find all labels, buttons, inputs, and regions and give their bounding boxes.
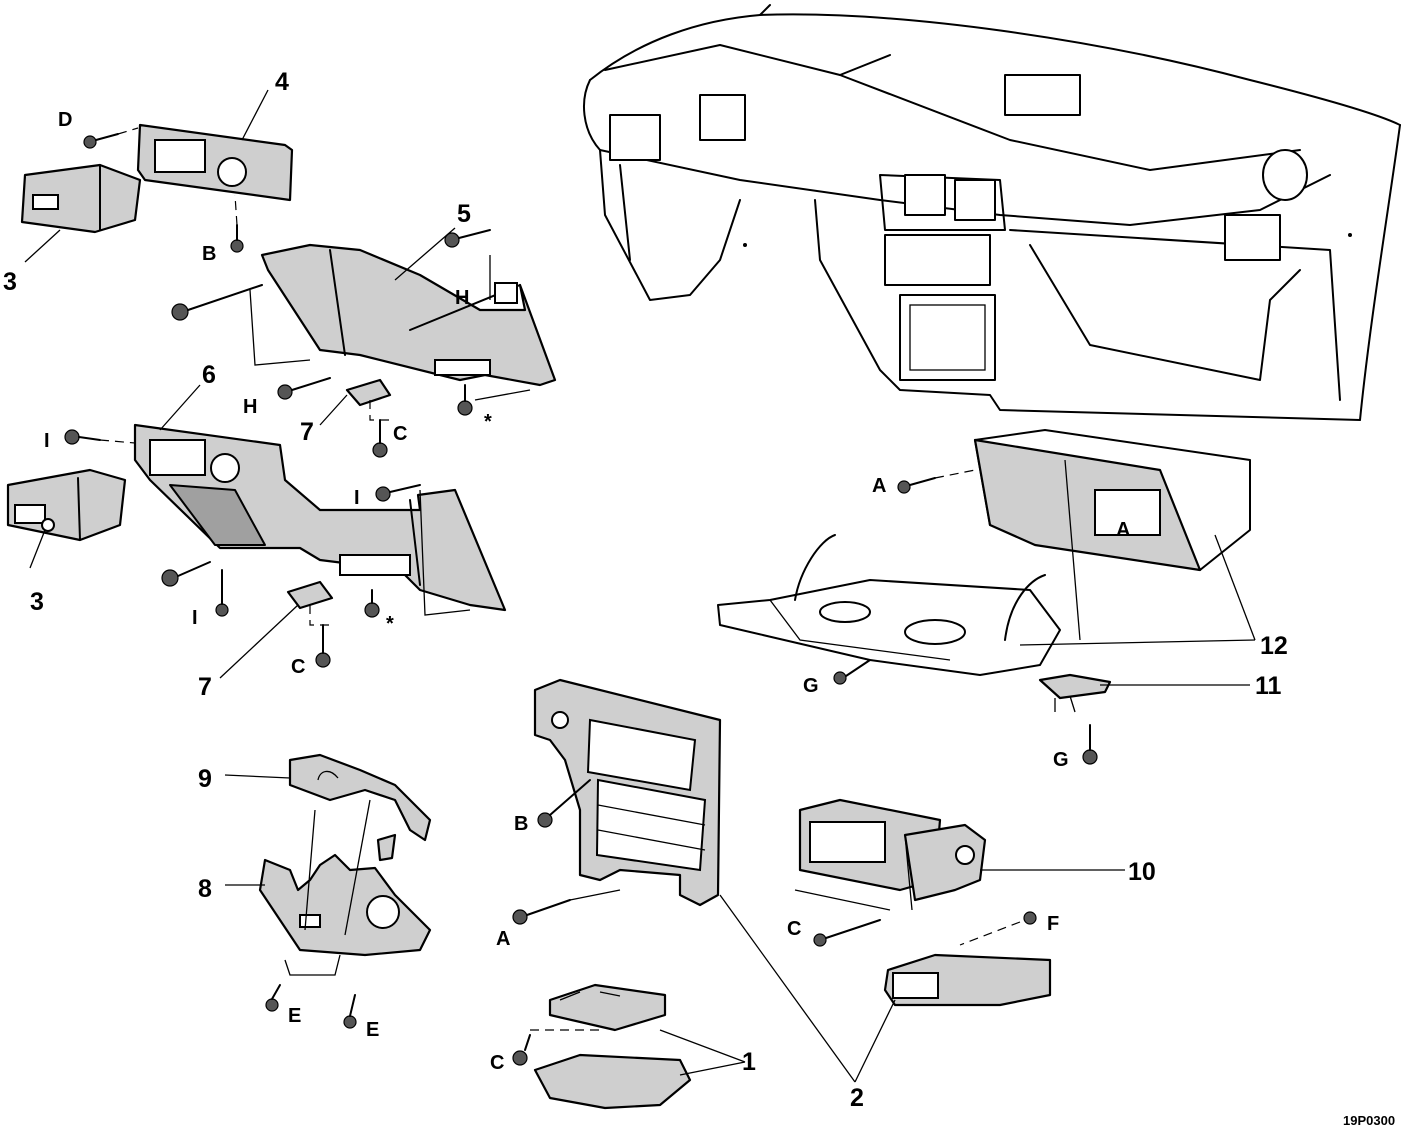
fastener-label-i: I — [44, 430, 50, 452]
callout-12: 12 — [1260, 632, 1288, 660]
lower-panel-6 — [133, 423, 507, 612]
center-cluster-bezel-2 — [512, 678, 722, 925]
fastener-screws-5 — [171, 229, 531, 416]
fastener-label-a: A — [496, 928, 510, 950]
column-cover-upper-9 — [288, 753, 432, 842]
fastener-label-d: D — [58, 109, 72, 131]
callout-6: 6 — [202, 361, 216, 389]
fastener-label-a: A — [872, 475, 886, 497]
callout-2: 2 — [850, 1084, 864, 1112]
fastener-label-i: I — [192, 607, 198, 629]
callout-8: 8 — [198, 875, 212, 903]
fastener-label-star: * — [484, 411, 492, 433]
fastener-labels: A A A B B C C C C D E E F G G H H I I I … — [44, 109, 1130, 1074]
fastener-label-c: C — [393, 423, 407, 445]
fastener-label-h: H — [455, 287, 469, 309]
bracket-7-upper — [345, 378, 392, 458]
fastener-label-c: C — [291, 656, 305, 678]
callout-7-lower: 7 — [198, 673, 212, 701]
switch-unit-3-lower — [6, 468, 127, 542]
fastener-label-b: B — [202, 243, 216, 265]
fastener-label-i: I — [354, 487, 360, 509]
fastener-label-star: * — [386, 613, 394, 635]
fastener-label-c: C — [787, 918, 801, 940]
callout-9: 9 — [198, 765, 212, 793]
lower-panel-5 — [260, 243, 557, 387]
switch-bezel-assembly-upper — [20, 123, 294, 234]
pocket-unit — [883, 911, 1052, 1007]
leader-lines — [24, 89, 1256, 1083]
callout-3-upper: 3 — [3, 268, 17, 296]
callout-labels: 1 2 3 3 4 5 6 7 7 8 9 10 11 12 — [3, 68, 1288, 1112]
glove-box-12 — [717, 429, 1251, 685]
fastener-label-h: H — [243, 396, 257, 418]
fastener-label-b: B — [514, 813, 528, 835]
callout-11: 11 — [1255, 672, 1282, 700]
callout-10: 10 — [1128, 858, 1156, 886]
callout-7-upper: 7 — [300, 418, 314, 446]
bracket-7-lower — [286, 580, 334, 668]
callout-3-lower: 3 — [30, 588, 44, 616]
fastener-label-c: C — [490, 1052, 504, 1074]
callout-5: 5 — [457, 200, 471, 228]
screw-d — [83, 127, 139, 149]
ashtray-assembly-1 — [512, 983, 692, 1110]
fastener-label-f: F — [1047, 913, 1059, 935]
fastener-label-e: E — [366, 1019, 379, 1041]
fastener-screws-8 — [265, 799, 397, 1029]
instrument-panel-assembly — [583, 4, 1401, 421]
column-cover-lower-8 — [258, 853, 432, 957]
glove-box-latch-11 — [1038, 673, 1112, 765]
fastener-label-e: E — [288, 1005, 301, 1027]
screw-b-upper — [230, 194, 244, 253]
figure-code: 19P0300 — [1343, 1113, 1395, 1128]
callout-1: 1 — [742, 1048, 756, 1076]
fastener-label-g: G — [1053, 749, 1069, 771]
callout-4: 4 — [275, 68, 289, 96]
audio-unit-10 — [794, 798, 987, 947]
fastener-screws-6 — [64, 429, 471, 618]
fastener-label-a: A — [1116, 519, 1130, 541]
fastener-label-g: G — [803, 675, 819, 697]
